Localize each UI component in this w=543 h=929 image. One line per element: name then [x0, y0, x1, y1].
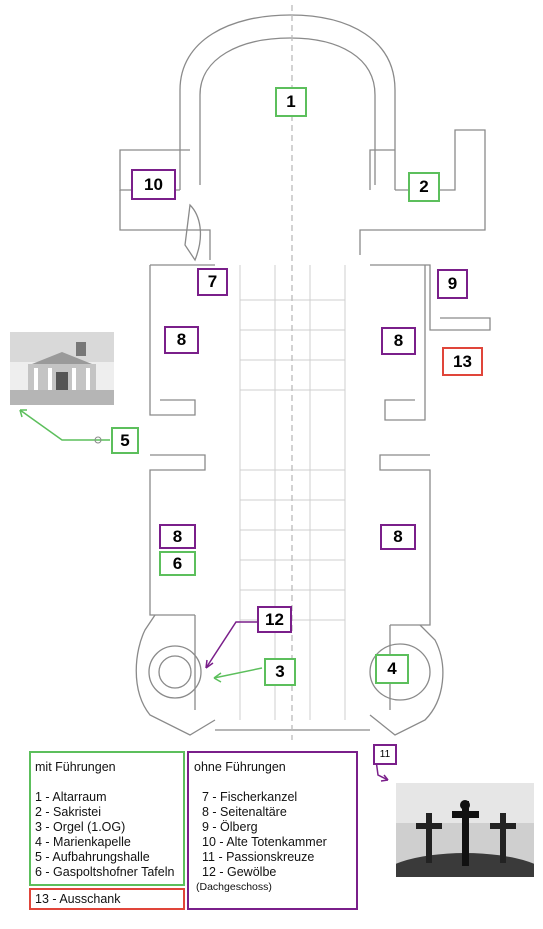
arrow-11 [375, 759, 389, 781]
marker-13-ausschank: 13 [442, 347, 483, 376]
nave-right-wall [384, 265, 426, 421]
legend-item: 1 - Altarraum [35, 790, 107, 804]
apse-outline [179, 14, 396, 190]
legend-item: 11 - Passionskreuze [202, 850, 315, 864]
marker-8-seitenaltar: 8 [381, 327, 416, 355]
legend-item: 8 - Seitenaltäre [202, 805, 287, 819]
nave-left-wall [149, 265, 196, 416]
passion-crosses-photo [396, 783, 534, 877]
legend-unguided-title: ohne Führungen [194, 760, 286, 774]
legend-guided-title: mit Führungen [35, 760, 116, 774]
right-chapel [369, 624, 444, 736]
marker-8-seitenaltar: 8 [164, 326, 199, 354]
legend-note: (Dachgeschoss) [196, 881, 272, 893]
marker-8-seitenaltar: 8 [380, 524, 416, 550]
left-chapel [135, 614, 216, 736]
legend-item: 5 - Aufbahrungshalle [35, 850, 150, 864]
marker-6-gaspoltshofner-tafeln: 6 [159, 551, 196, 576]
legend-tavern-label: 13 - Ausschank [35, 892, 121, 906]
legend-item: 7 - Fischerkanzel [202, 790, 298, 804]
marker-4-marienkapelle: 4 [375, 654, 409, 684]
marker-7-fischerkanzel: 7 [197, 268, 228, 296]
arrow-12 [205, 621, 262, 669]
legend-item: 2 - Sakristei [35, 805, 101, 819]
marker-5-aufbahrungshalle: 5 [111, 427, 139, 454]
legend-item: 6 - Gaspoltshofner Tafeln [35, 865, 175, 879]
legend-item: 9 - Ölberg [202, 820, 258, 834]
legend-tavern: 13 - Ausschank [29, 888, 185, 910]
marker-2-sakristei: 2 [408, 172, 440, 202]
legend-guided-tours: mit Führungen 1 - Altarraum 2 - Sakriste… [29, 751, 185, 886]
legend-item: 3 - Orgel (1.OG) [35, 820, 126, 834]
marker-10-totenkammer: 10 [131, 169, 176, 200]
marker-3-orgel: 3 [264, 658, 296, 686]
legend-item: 12 - Gewölbe [202, 865, 277, 879]
legend-without-tours: ohne Führungen 7 - Fischerkanzel 8 - Sei… [187, 751, 358, 910]
marker-8-seitenaltar: 8 [159, 524, 196, 549]
arrow-5 [19, 409, 110, 441]
marker-11-passionskreuze: 11 [373, 744, 397, 765]
legend-item: 10 - Alte Totenkammer [202, 835, 327, 849]
marker-1-altarraum: 1 [275, 87, 307, 117]
mortuary-hall-photo [10, 332, 114, 405]
apse-inner [199, 37, 376, 185]
marker-9-oelberg: 9 [437, 269, 468, 299]
marker-12-gewoelbe: 12 [257, 606, 292, 633]
arrow-3 [213, 667, 263, 679]
legend-item: 4 - Marienkapelle [35, 835, 131, 849]
